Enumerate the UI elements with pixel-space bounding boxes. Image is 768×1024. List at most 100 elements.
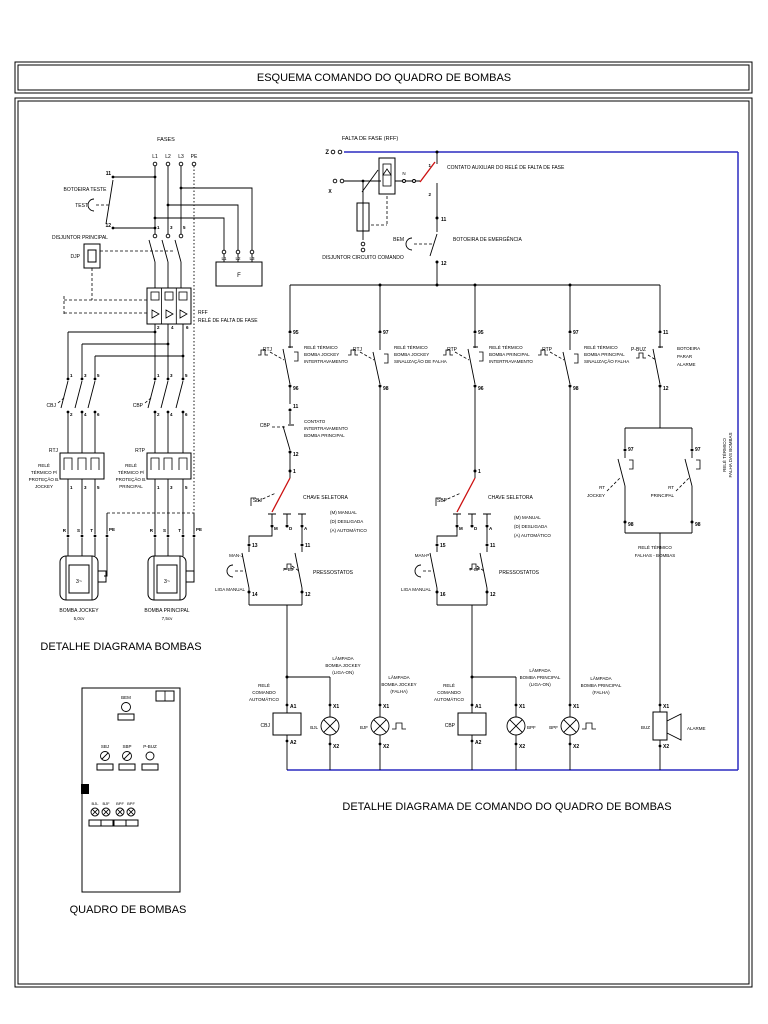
cbp-contactor-label: CBP [133, 403, 144, 409]
diagram-label: 2 [157, 325, 160, 330]
quadro-de-bombas-panel [81, 687, 181, 893]
diagram-label: (D) DESLIGADA [330, 519, 363, 524]
diagram-label: (A) AUTOMÁTICO [514, 532, 551, 538]
diagram-label: SINALIZAÇÃO DE FALHA [394, 358, 447, 364]
contato-auxiliar-label: CONTATO AUXILIAR DO RELÉ DE FALTA DE FAS… [447, 164, 565, 171]
diagram-label: RELÉ TÉRMICO [584, 344, 618, 350]
panel-outline [81, 687, 181, 893]
control-diagram [226, 150, 701, 770]
phase-l3-label: L3 [178, 154, 184, 160]
diagram-label: 5 [183, 225, 186, 230]
diagram-label: T [90, 528, 93, 533]
diagram-label: 11 [441, 217, 447, 223]
diagram-label: R [63, 528, 67, 533]
diagram-label: 98 [383, 386, 389, 392]
diagram-label: A2 [475, 740, 482, 746]
diagram-label: 98 [573, 386, 579, 392]
diagram-label: 1 [157, 225, 160, 230]
bpf-liga-lamp-label: BPF [527, 725, 536, 730]
diagram-label: 98 [628, 522, 634, 528]
cbp-contactor [144, 377, 185, 453]
branch-bomba-principal [414, 330, 526, 770]
diagram-label: FALHA DAS BOMBAS [728, 432, 733, 477]
panel-bpf2-label: BPF [127, 801, 135, 806]
botoeira-teste [87, 175, 157, 230]
sbj-selector-switch [96, 751, 114, 771]
blink-icon [392, 722, 406, 730]
diagram-label: RELÉ [258, 682, 270, 688]
p-bp-label: P-BP [469, 567, 480, 572]
diagram-label: 1 [157, 373, 160, 378]
panel-hinge [81, 784, 89, 794]
diagram-label: 3 [170, 373, 173, 378]
diagram-label: 1 [293, 469, 296, 475]
fases-label: FASES [157, 137, 175, 143]
power-section-title: DETALHE DIAGRAMA BOMBAS [40, 641, 201, 653]
diagram-label: M [274, 526, 278, 531]
diagram-label: RELÉ TÉRMICO [489, 344, 523, 350]
blink-icon [582, 722, 596, 730]
diagram-label: LÂMPADA [590, 675, 611, 681]
control-section-title: DETALHE DIAGRAMA DE COMANDO DO QUADRO DE… [342, 801, 671, 813]
sbp-selector-label: SBP [437, 498, 448, 504]
diagram-label: (A) AUTOMÁTICO [330, 527, 367, 533]
diagram-label: BOMBA PRINCIPAL [581, 683, 622, 688]
diagram-label: BOTOEIRA DE EMERGÊNCIA [453, 235, 522, 243]
falta-de-fase-label: FALTA DE FASE (RFF) [342, 136, 399, 142]
diagram-label: 12 [663, 386, 669, 392]
diagram-label: BOMBA JOCKEY [325, 663, 360, 668]
buzzer-icon [652, 711, 682, 741]
diagram-label: 1 [70, 373, 73, 378]
diagram-label: 4 [171, 325, 174, 330]
panel-sbp-label: SBP [122, 744, 131, 749]
diagram-label: RELÉ DE FALTA DE FASE [198, 317, 258, 324]
man-j-label: MAN-J [229, 553, 243, 558]
rtj-thermal-relay [59, 452, 105, 534]
diagram-label: AUTOMÁTICO [249, 696, 279, 702]
diagram-label: JOCKEY [35, 484, 53, 489]
diagram-label: 2 [70, 412, 73, 417]
diagram-label: 6 [186, 325, 189, 330]
bomba-principal-label: BOMBA PRINCIPAL [144, 608, 189, 614]
diagram-label: RELÉ TÉRMICO [638, 544, 672, 550]
diagram-label: 2 [157, 412, 160, 417]
cbj-coil-label: CBJ [261, 723, 271, 729]
panel-lamps [88, 807, 139, 827]
diagram-label: L1 [221, 256, 227, 261]
diagram-label: LÂMPADA [388, 674, 409, 680]
diagram-label: R [150, 528, 154, 533]
man-p-label: MAN-P [415, 553, 430, 558]
disjuntor-comando-contact [361, 169, 379, 193]
diagram-label: SINALIZAÇÃO FALHA [584, 358, 629, 364]
diagram-label: 5 [185, 373, 188, 378]
control-rails [287, 149, 739, 771]
diagram-label: X2 [519, 744, 525, 750]
cbp-coil-label: CBP [445, 723, 456, 729]
diagram-label: X1 [573, 704, 579, 710]
diagram-label: RELÉ TÉRMICO [394, 344, 428, 350]
diagram-label: INTERTRAVAMENTO [489, 359, 533, 364]
panel-section-title: QUADRO DE BOMBAS [70, 904, 187, 916]
diagram-label: 16 [440, 592, 446, 598]
rtp-thermal-relay [146, 452, 192, 534]
diagram-label: BOMBA JOCKEY [304, 352, 339, 357]
diagram-label: RELÉ [38, 462, 50, 468]
diagram-label: 12 [293, 452, 299, 458]
diagram-label: 95 [293, 330, 299, 336]
diagram-label: (FALHA) [592, 690, 610, 695]
diagram-label: 12 [305, 592, 311, 598]
bem-button [117, 702, 135, 721]
diagram-label: COMANDO [437, 690, 461, 695]
diagram-label: 12 [490, 592, 496, 598]
diagram-label: 12 [105, 223, 111, 229]
diagram-label: RELÉ [443, 682, 455, 688]
diagram-label: BOMBA PRINCIPAL [520, 675, 561, 680]
buz-label: BUZ [641, 725, 650, 730]
diagram-label: D [474, 526, 478, 531]
diagram-label: BOMBA PRINCIPAL [489, 352, 530, 357]
diagram-label: (M) MANUAL [330, 510, 357, 515]
cbj-contactor [57, 377, 97, 453]
diagram-label: CHAVE SELETORA [488, 495, 533, 501]
diagram-label: TÉRMICO P/ [31, 469, 58, 475]
